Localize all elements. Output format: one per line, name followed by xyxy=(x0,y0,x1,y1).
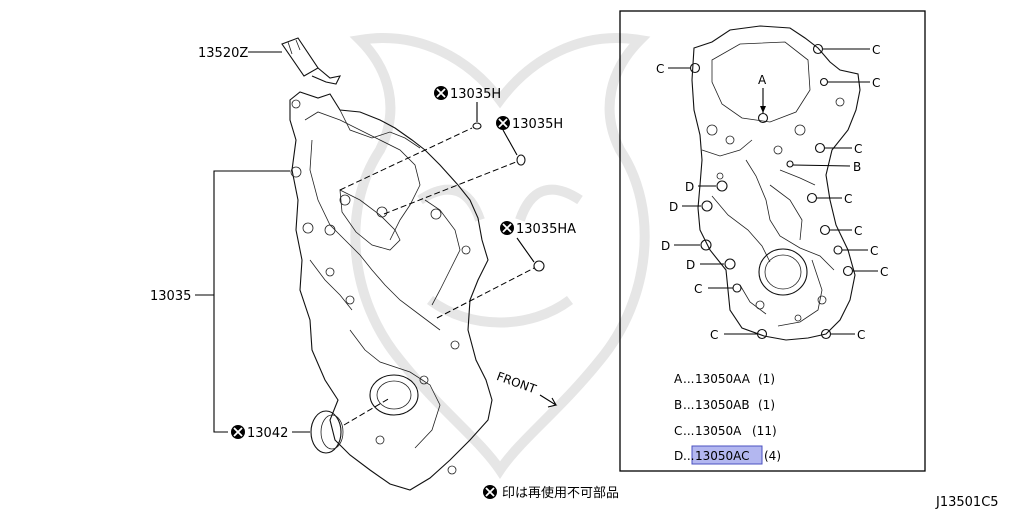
table-row: D ... 13050AC (4) xyxy=(674,449,781,463)
plug-ha-callout: 13035HA xyxy=(516,222,576,237)
table-row: C ... 13050A (11) xyxy=(674,424,777,438)
bolt-label-d: D xyxy=(669,200,678,214)
table-letter: B xyxy=(674,398,682,412)
bolt-table: A ... 13050AA (1) B ... 13050AB (1) C ..… xyxy=(674,372,781,465)
cross-mark-icon xyxy=(434,86,448,100)
cover-bracket xyxy=(195,170,290,433)
table-highlight xyxy=(691,445,763,465)
table-dots: ... xyxy=(683,449,694,463)
plug-h-1 xyxy=(339,102,482,191)
bolt-label-d: D xyxy=(686,258,695,272)
bolt-c-group xyxy=(668,43,878,340)
table-dots: ... xyxy=(683,424,694,438)
bolt-label-b: B xyxy=(853,160,861,174)
bolt-label-c: C xyxy=(857,328,865,342)
table-row: A ... 13050AA (1) xyxy=(674,372,775,386)
bolt-label-c: C xyxy=(872,43,880,57)
table-part: 13050A xyxy=(695,424,742,438)
oil-seal-callout: 13042 xyxy=(247,426,288,441)
watermark-emblem xyxy=(349,33,651,480)
front-oil-seal xyxy=(292,397,391,454)
plug-h-2 xyxy=(383,129,526,215)
bolt-detail-box xyxy=(619,10,926,472)
plug-h-1-callout: 13035H xyxy=(450,87,501,102)
bolt-label-c: C xyxy=(710,328,718,342)
plug-ha xyxy=(436,237,545,319)
bolt-label-a: A xyxy=(758,73,767,87)
bolt-b xyxy=(786,160,851,168)
bolt-label-d: D xyxy=(685,180,694,194)
front-label: FRONT xyxy=(495,369,539,396)
bolt-label-d: D xyxy=(661,239,670,253)
cross-mark-icon xyxy=(500,221,514,235)
bolt-detail-view xyxy=(691,25,861,341)
cover-callout: 13035 xyxy=(150,289,191,304)
bolt-d-group xyxy=(674,180,736,270)
table-dots: ... xyxy=(683,372,694,386)
table-letter: C xyxy=(674,424,682,438)
non-reusable-note: 印は再使用不可部品 xyxy=(502,485,619,501)
timing-chain-cover-exploded xyxy=(289,91,493,491)
table-row: B ... 13050AB (1) xyxy=(674,398,775,412)
bolt-label-c: C xyxy=(870,244,878,258)
table-part: 13050AA xyxy=(695,372,751,386)
table-qty: (1) xyxy=(758,398,775,412)
bolt-label-c: C xyxy=(872,76,880,90)
table-qty: (1) xyxy=(758,372,775,386)
diagram-id: J13501C5 xyxy=(935,495,999,510)
bolt-a xyxy=(757,88,769,124)
table-letter: D xyxy=(674,449,683,463)
table-letter: A xyxy=(674,372,683,386)
bolt-label-c: C xyxy=(880,265,888,279)
table-qty: (11) xyxy=(752,424,777,438)
bolt-label-c: C xyxy=(656,62,664,76)
cross-mark-icon xyxy=(231,425,245,439)
cross-mark-icon xyxy=(496,116,510,130)
bolt-label-c: C xyxy=(844,192,852,206)
table-part: 13050AB xyxy=(695,398,750,412)
table-qty: (4) xyxy=(764,449,781,463)
front-arrow: FRONT xyxy=(495,369,558,408)
sealant-callout: 13520Z xyxy=(198,46,248,61)
bolt-label-c: C xyxy=(694,282,702,296)
bolt-label-c: C xyxy=(854,142,862,156)
table-part: 13050AC xyxy=(695,449,750,463)
cross-mark-icon xyxy=(483,485,497,499)
sealant-tube xyxy=(281,37,341,85)
plug-h-2-callout: 13035H xyxy=(512,117,563,132)
table-dots: ... xyxy=(683,398,694,412)
bolt-label-c: C xyxy=(854,224,862,238)
